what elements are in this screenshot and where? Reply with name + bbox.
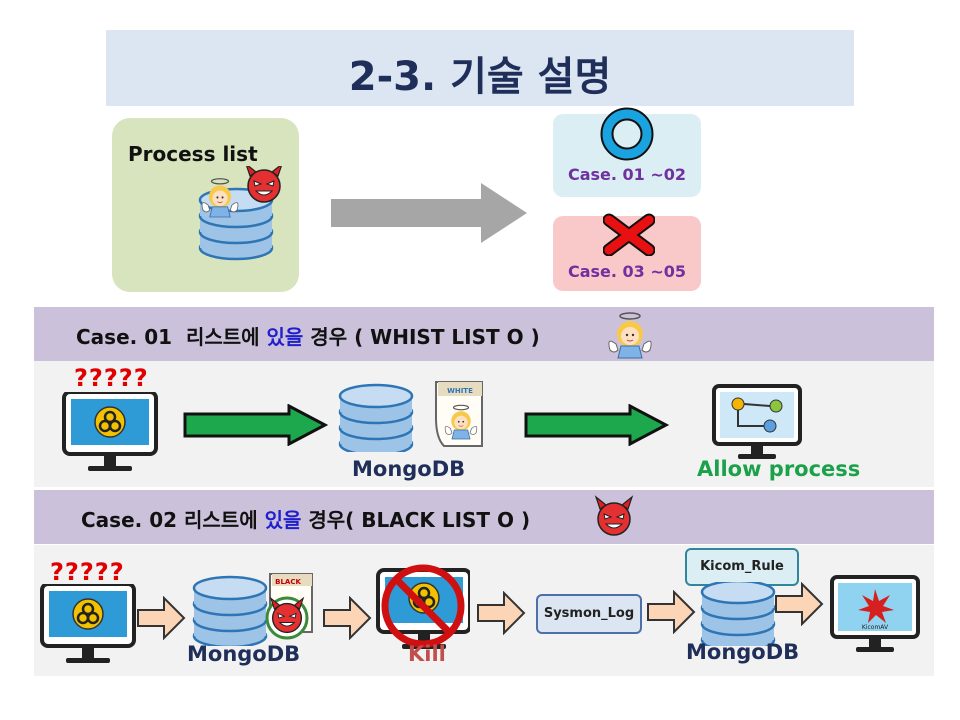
case2-header-highlight: 있을 xyxy=(264,508,302,532)
gray-arrow-icon xyxy=(331,183,527,243)
case1-header-text: Case. 01 리스트에 있을 경우 ( WHIST LIST O ) xyxy=(76,321,540,350)
case2-unknown-marks: ????? xyxy=(50,558,125,586)
process-list-label: Process list xyxy=(128,142,258,166)
kicomav-monitor-icon: KicomAV xyxy=(830,575,920,652)
case2-header-suffix: 경우( BLACK LIST O ) xyxy=(301,508,531,532)
case1-unknown-marks: ????? xyxy=(74,364,149,392)
case2-mongodb-label-1: MongoDB xyxy=(187,642,301,666)
case1-header-suffix: 경우 ( WHIST LIST O ) xyxy=(303,325,540,349)
arrow-icon xyxy=(477,592,525,634)
devil-icon xyxy=(595,496,633,536)
case-allow-label: Case. 01 ~02 xyxy=(567,165,687,184)
database-icon xyxy=(700,582,776,646)
case2-header-prefix: Case. 02 리스트에 xyxy=(81,508,265,532)
sysmon-log-box: Sysmon_Log xyxy=(536,594,642,634)
angel-icon xyxy=(608,312,652,359)
title-bar: 2-3. 기술 설명 xyxy=(106,30,854,106)
database-icon: BLACK xyxy=(192,573,313,646)
process-list-illustration xyxy=(198,166,283,261)
blocked-monitor-icon xyxy=(376,564,470,650)
devil-icon xyxy=(245,166,283,203)
allow-process-label: Allow process xyxy=(697,457,861,481)
arrow-icon xyxy=(323,597,371,639)
case1-header-highlight: 있을 xyxy=(266,325,304,349)
process-monitor-icon xyxy=(712,384,802,459)
page-title: 2-3. 기술 설명 xyxy=(348,54,612,100)
case-allow-box: Case. 01 ~02 xyxy=(553,114,701,197)
circle-o-icon xyxy=(600,107,654,161)
kicomav-text: KicomAV xyxy=(862,624,889,631)
case2-header-text: Case. 02 리스트에 있을 경우( BLACK LIST O ) xyxy=(81,504,530,533)
kicom-rule-box: Kicom_Rule xyxy=(685,548,799,586)
arrow-icon xyxy=(137,597,185,639)
monitor-icon xyxy=(40,584,136,665)
arrow-icon xyxy=(647,591,695,633)
blacklist-tag-text: BLACK xyxy=(275,578,301,586)
green-arrow-icon xyxy=(524,404,670,446)
monitor-icon xyxy=(62,392,158,473)
case1-mongodb-label: MongoDB xyxy=(352,457,466,481)
case2-mongodb-label-2: MongoDB xyxy=(686,640,800,664)
x-mark-icon xyxy=(603,213,655,256)
whitelist-tag-icon: WHITE xyxy=(435,381,483,447)
case2-header: Case. 02 리스트에 있을 경우( BLACK LIST O ) xyxy=(34,490,934,544)
arrow-icon xyxy=(775,583,823,625)
kill-label: Kill xyxy=(408,642,446,666)
case1-header: Case. 01 리스트에 있을 경우 ( WHIST LIST O ) xyxy=(34,307,934,361)
biohazard-icon xyxy=(93,405,127,439)
database-icon xyxy=(338,383,414,452)
case1-header-prefix: Case. 01 리스트에 xyxy=(76,325,267,349)
whitelist-tag-text: WHITE xyxy=(447,387,473,395)
case-block-label: Case. 03 ~05 xyxy=(567,262,687,281)
green-arrow-icon xyxy=(183,404,329,446)
biohazard-icon xyxy=(71,597,105,631)
